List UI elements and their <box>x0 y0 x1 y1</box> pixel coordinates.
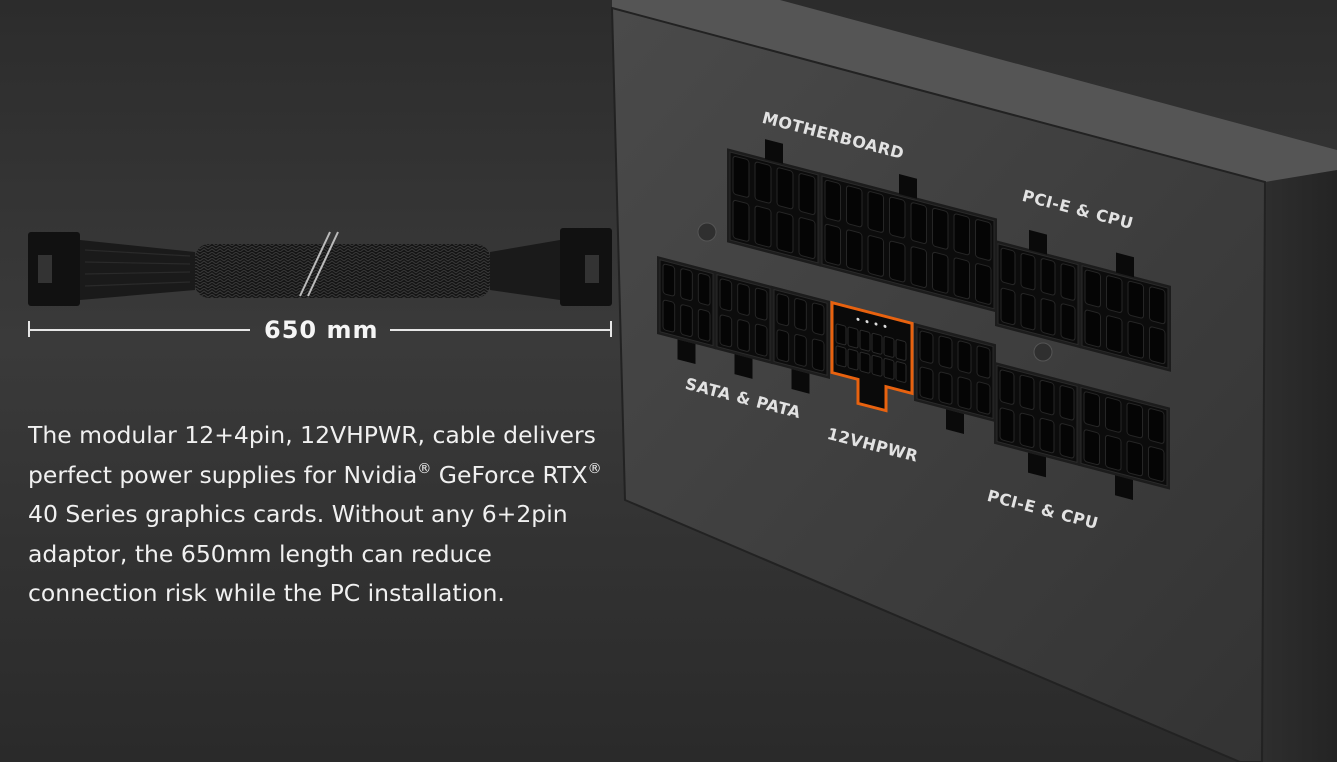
psu-unit <box>610 0 1337 762</box>
description-line: perfect power supplies for Nvidia® GeFor… <box>28 456 628 496</box>
description-line: adaptor, the 650mm length can reduce <box>28 539 492 568</box>
cable-connector-left <box>28 232 80 306</box>
dimension-line-right <box>390 329 612 331</box>
connector-sata-pata <box>714 270 773 379</box>
cable-braided-sleeve <box>195 244 490 298</box>
psu-top-edge <box>612 0 1337 182</box>
description-text: GeForce RTX <box>431 460 588 489</box>
screw-icon <box>1033 342 1053 362</box>
connector-sata-pata <box>657 255 716 365</box>
psu-side-face <box>1262 170 1337 762</box>
dimension-line-left <box>28 329 250 331</box>
connector-pcie-cpu <box>994 361 1080 478</box>
connector-pcie-cpu <box>1078 383 1170 500</box>
description-line: The modular 12+4pin, 12VHPWR, cable deli… <box>28 421 596 449</box>
connector-12vhpwr <box>830 300 914 413</box>
dimension-cap-right <box>610 321 612 337</box>
connector-motherboard-small <box>727 139 821 267</box>
description-text: perfect power supplies for Nvidia <box>28 460 418 489</box>
description-line: 40 Series graphics cards. Without any 6+… <box>28 500 568 529</box>
screw-icon <box>697 222 717 242</box>
connector-sata-pata <box>771 285 830 394</box>
registered-mark: ® <box>587 460 602 477</box>
connector-pcie-cpu <box>1079 252 1171 372</box>
connector-peripheral <box>914 322 996 434</box>
connector-motherboard-24pin <box>819 172 997 313</box>
cable-length-dimension: 650 mm <box>28 316 612 344</box>
registered-mark: ® <box>417 460 432 477</box>
cable-length-label: 650 mm <box>264 316 379 344</box>
connector-pcie-cpu <box>995 229 1081 349</box>
product-description: The modular 12+4pin, 12VHPWR, cable deli… <box>28 416 628 614</box>
cable-illustration <box>28 228 612 306</box>
description-line: connection risk while the PC installatio… <box>28 579 505 608</box>
